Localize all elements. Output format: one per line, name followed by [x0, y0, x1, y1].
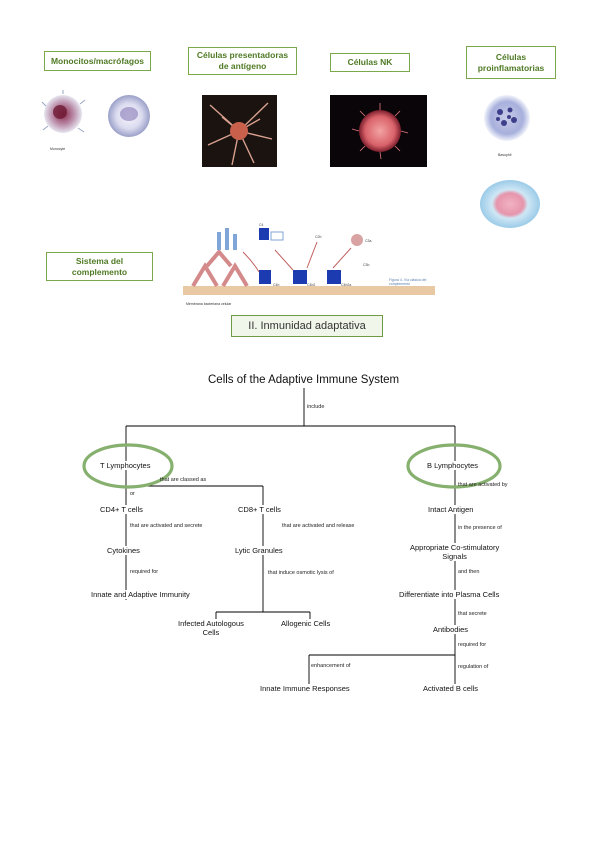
figure-caption: Figura 4. Vía clásica del complemento	[389, 278, 427, 287]
link-required-for-1: required for	[130, 569, 159, 575]
svg-text:C4b2a: C4b2a	[341, 283, 351, 287]
mast-cell-image	[480, 180, 540, 228]
node-allogenic: Allogenic Cells	[281, 619, 331, 628]
monocitos-label: Monocitos/macrófagos	[44, 51, 151, 71]
node-b-lymphocytes: B Lymphocytes	[425, 461, 480, 470]
node-t-lymphocytes: T Lymphocytes	[98, 461, 153, 470]
link-b-activated-by: that are activated by	[458, 482, 508, 488]
node-antibodies: Antibodies	[433, 625, 469, 634]
node-plasma-cells: Differentiate into Plasma Cells	[399, 590, 500, 599]
node-activated-b: Activated B cells	[423, 684, 479, 693]
basophil-image	[484, 95, 530, 141]
presentadoras-label: Células presentadoras de antígeno	[188, 47, 297, 75]
link-act-secrete: that are activated and secrete	[130, 523, 203, 529]
node-cd4: CD4+ T cells	[100, 505, 143, 514]
node-costimulatory: Appropriate Co-stimulatory Signals	[410, 543, 500, 561]
proinflamatorias-label: Células proinflamatorias	[466, 46, 556, 79]
link-act-release: that are activated and release	[282, 523, 355, 529]
node-costim-line-2: Signals	[442, 552, 467, 561]
t-lymph-highlight	[82, 443, 174, 489]
node-innate-responses: Innate Immune Responses	[260, 684, 350, 693]
svg-text:C4: C4	[259, 223, 264, 227]
nk-label: Células NK	[330, 53, 410, 72]
node-intact-antigen: Intact Antigen	[428, 505, 474, 514]
node-infected-autologous: Infected Autologous Cells	[178, 619, 244, 637]
link-and-then: and then	[458, 569, 480, 575]
svg-text:C2b: C2b	[315, 235, 321, 239]
node-innate-adaptive: Innate and Adaptive Immunity	[91, 590, 190, 599]
svg-text:C3a: C3a	[365, 239, 371, 243]
link-presence: in the presence of	[458, 525, 502, 531]
link-classed: that are classed as	[160, 477, 207, 483]
complemento-label: Sistema del complemento	[46, 252, 153, 281]
node-cd8: CD8+ T cells	[238, 505, 281, 514]
svg-text:C4b: C4b	[273, 283, 279, 287]
svg-text:C3b: C3b	[363, 263, 369, 267]
link-secrete: that secrete	[458, 611, 487, 617]
basophil-caption: Basophil	[498, 153, 512, 157]
nk-cell-image	[330, 95, 427, 167]
monocyte-caption: Monocyte	[50, 147, 66, 151]
b-lymph-highlight	[406, 443, 502, 489]
node-lytic-granules: Lytic Granules	[235, 546, 283, 555]
monocyte-image	[41, 90, 86, 133]
membrane-caption: Membrana bacteriana celular	[186, 302, 232, 306]
link-enhancement: enhancement of	[311, 663, 351, 669]
section-title-bar: II. Inmunidad adaptativa	[231, 315, 383, 337]
node-infected-line-1: Infected Autologous	[178, 619, 244, 628]
svg-text:C4b2: C4b2	[307, 283, 315, 287]
link-regulation: regulation of	[458, 664, 489, 670]
map-title: Cells of the Adaptive Immune System	[208, 374, 400, 386]
node-infected-line-2: Cells	[202, 628, 220, 637]
apc-image	[202, 95, 277, 167]
link-or: or	[130, 491, 135, 497]
link-include: include	[307, 404, 325, 410]
link-required-for-2: required for	[458, 642, 487, 648]
node-cytokines: Cytokines	[107, 546, 140, 555]
link-osmotic: that induce osmotic lysis of	[268, 570, 334, 576]
node-costim-line-1: Appropriate Co-stimulatory	[410, 543, 500, 552]
macrophage-image	[108, 95, 150, 137]
